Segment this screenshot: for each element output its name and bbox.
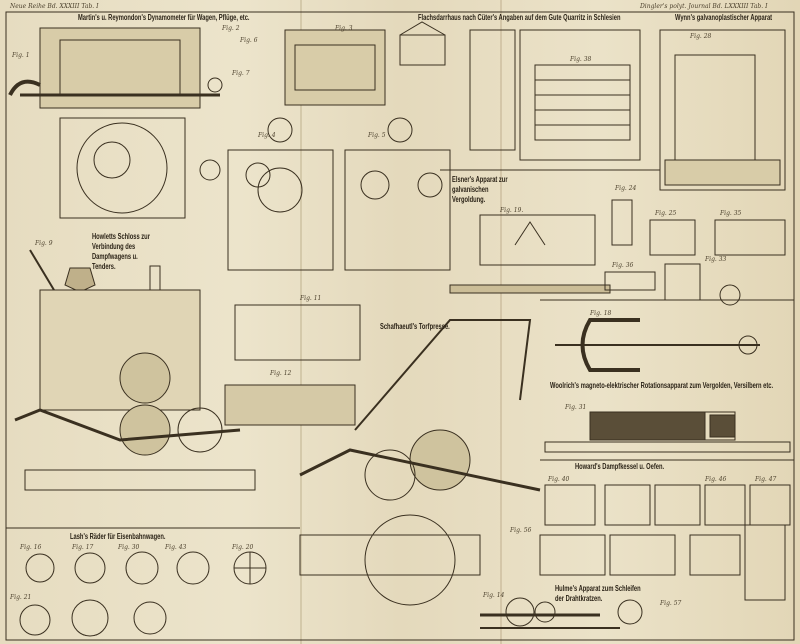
caption-elsner: Elsner's Apparat zur galvanischen Vergol… (452, 175, 508, 204)
fig-label: Fig. 21 (10, 594, 32, 601)
caption-dynamometer: Martin's u. Reymondon's Dynamometer für … (78, 13, 250, 22)
plate-border (5, 11, 795, 641)
fig-label: Fig. 4 (258, 132, 276, 139)
fig-label: Fig. 33 (705, 256, 727, 263)
caption-woolrich: Woolrich's magneto-elektrischer Rotation… (550, 381, 774, 390)
caption-hulme: Hulme's Apparat zum Schleifen der Drahtk… (555, 584, 641, 603)
fig-label: Fig. 14 (483, 592, 505, 599)
fig-label: Fig. 35 (720, 210, 742, 217)
fig-label: Fig. 28 (690, 33, 712, 40)
fig-label: Fig. 16 (20, 544, 42, 551)
fig-label: Fig. 47 (755, 476, 777, 483)
caption-wynn: Wynn's galvanoplastischer Apparat (675, 13, 773, 22)
woolrich-apparatus (544, 318, 791, 453)
dynamometer-fig3 (284, 29, 386, 106)
fig-label: Fig. 5 (368, 132, 386, 139)
flachsdarrhaus-plans (399, 21, 641, 161)
dynamometer-dial-plan (59, 117, 221, 219)
fig-label: Fig. 36 (612, 262, 634, 269)
fold-line (300, 0, 302, 644)
hulme-apparatus (480, 597, 643, 629)
fig-label: Fig. 31 (565, 404, 587, 411)
fig-label: Fig. 20 (232, 544, 254, 551)
fig-label: Fig. 46 (705, 476, 727, 483)
peat-press (14, 249, 541, 606)
elsner-apparatus (449, 199, 633, 294)
dynamometer-side-view (8, 27, 223, 109)
small-apparatus-group (604, 219, 786, 306)
fig-label: Fig. 43 (165, 544, 187, 551)
wynn-apparatus (659, 29, 786, 191)
caption-howard: Howard's Dampfkessel u. Oefen. (575, 462, 665, 471)
caption-flachsdarrhaus: Flachsdarrhaus nach Cüter's Angaben auf … (418, 13, 621, 22)
fig-label: Fig. 30 (118, 544, 140, 551)
fig-label: Fig. 1 (12, 52, 30, 59)
caption-lash: Lash's Räder für Eisenbahnwagen. (70, 532, 166, 541)
fig-label: Fig. 25 (655, 210, 677, 217)
lash-wheels (19, 551, 267, 637)
fig-label: Fig. 18 (590, 310, 612, 317)
fig-label: Fig. 9 (35, 240, 53, 247)
header-left: Neue Reihe Bd. XXXIII Tab. I (10, 3, 99, 10)
fig-label: Fig. 7 (232, 70, 250, 77)
howard-boilers (539, 484, 791, 601)
fold-line (500, 0, 502, 644)
fig-label: Fig. 17 (72, 544, 94, 551)
caption-howlett: Howletts Schloss zur Verbindung des Damp… (92, 232, 150, 271)
caption-schafhaeutl: Schafhaeutl's Torfpresse. (380, 322, 450, 331)
dynamometer-fig4 (227, 117, 334, 271)
fig-label: Fig. 38 (570, 56, 592, 63)
fig-label: Fig. 40 (548, 476, 570, 483)
fig-label: Fig. 2 (222, 25, 240, 32)
header-right: Dingler's polyt. Journal Bd. LXXXIII Tab… (640, 3, 768, 10)
fig-label: Fig. 3 (335, 25, 353, 32)
fig-label: Fig. 6 (240, 37, 258, 44)
fig-label: Fig. 56 (510, 527, 532, 534)
caption-elsner-fig: Fig. 19. (500, 207, 524, 214)
fig-label: Fig. 12 (270, 370, 292, 377)
fig-label: Fig. 57 (660, 600, 682, 607)
fig-label: Fig. 24 (615, 185, 637, 192)
dynamometer-fig5 (344, 117, 451, 271)
fig-label: Fig. 11 (300, 295, 322, 302)
